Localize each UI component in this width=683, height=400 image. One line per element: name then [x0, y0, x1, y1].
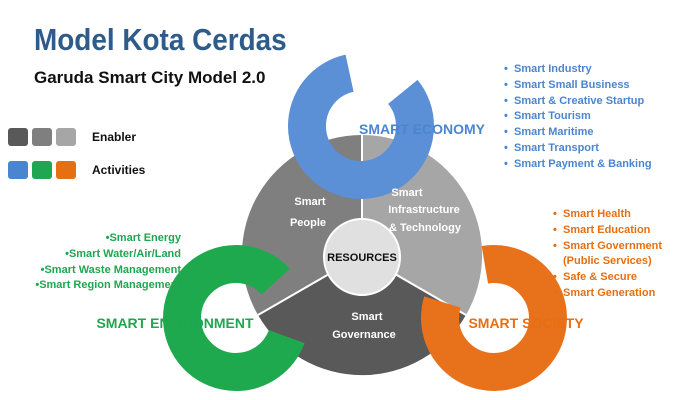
list-item: •Smart Region Management — [35, 279, 181, 292]
activity-swatch-blue — [8, 161, 28, 179]
ring-smart-economy — [288, 53, 434, 199]
smart-economy-label: SMART ECONOMY — [359, 121, 486, 137]
segment-infra-label-line1: Smart — [391, 187, 423, 199]
enabler-swatch-light — [56, 128, 76, 146]
activity-swatch-orange — [56, 161, 76, 179]
legend-activities-label: Activities — [92, 163, 146, 177]
list-item: •Smart Health — [553, 208, 631, 220]
list-item: •Smart Water/Air/Land — [65, 247, 181, 260]
economy-list: •Smart Industry •Smart Small Business •S… — [504, 62, 652, 173]
list-item: •Smart Industry — [504, 63, 592, 75]
list-item: •Smart Small Business — [504, 78, 630, 91]
page-subtitle: Garuda Smart City Model 2.0 — [34, 68, 266, 87]
segment-infra-label-line2: Infrastructure — [388, 204, 460, 216]
list-item: •Smart Transport — [504, 141, 599, 154]
resources-hub — [323, 218, 401, 296]
enabler-swatch-dark — [8, 128, 28, 146]
list-item: •Smart Education — [553, 223, 651, 236]
segment-people-label-line1: Smart — [294, 196, 326, 208]
page-title: Model Kota Cerdas — [34, 22, 287, 57]
segment-governance-label-line1: Smart — [351, 311, 383, 323]
legend-enabler: Enabler — [8, 128, 136, 146]
segment-governance-label-line2: Governance — [332, 329, 396, 341]
list-item: •Smart Payment & Banking — [504, 157, 652, 170]
ring-smart-society — [421, 245, 567, 391]
list-item: •Smart Energy — [105, 232, 181, 244]
list-item: •Smart Generation — [553, 286, 656, 299]
legend-activities: Activities — [8, 161, 145, 179]
activity-swatch-green — [32, 161, 52, 179]
list-item: •Smart & Creative Startup — [504, 94, 645, 107]
list-item: •Smart Maritime — [504, 126, 594, 139]
smart-environment-label: SMART ENVIRONMENT — [96, 315, 254, 331]
smart-society-label: SMART SOCIETY — [468, 315, 584, 331]
society-list: •Smart Health •Smart Education •Smart Go… — [553, 207, 662, 302]
list-item: •Smart Government — [553, 239, 663, 252]
list-item: •Smart Tourism — [504, 110, 591, 123]
list-item: (Public Services) — [563, 255, 652, 268]
list-item: •Smart Waste Management — [40, 263, 181, 276]
resources-label: RESOURCES — [327, 252, 397, 264]
legend-enabler-label: Enabler — [92, 130, 137, 144]
list-item: •Safe & Secure — [553, 271, 637, 284]
ring-smart-environment — [163, 245, 309, 391]
segment-people-label-line2: People — [290, 217, 326, 229]
enabler-swatch-medium — [32, 128, 52, 146]
segment-infra-label-line3: & Technology — [389, 222, 462, 234]
environment-list: •Smart Energy •Smart Water/Air/Land •Sma… — [27, 231, 181, 294]
